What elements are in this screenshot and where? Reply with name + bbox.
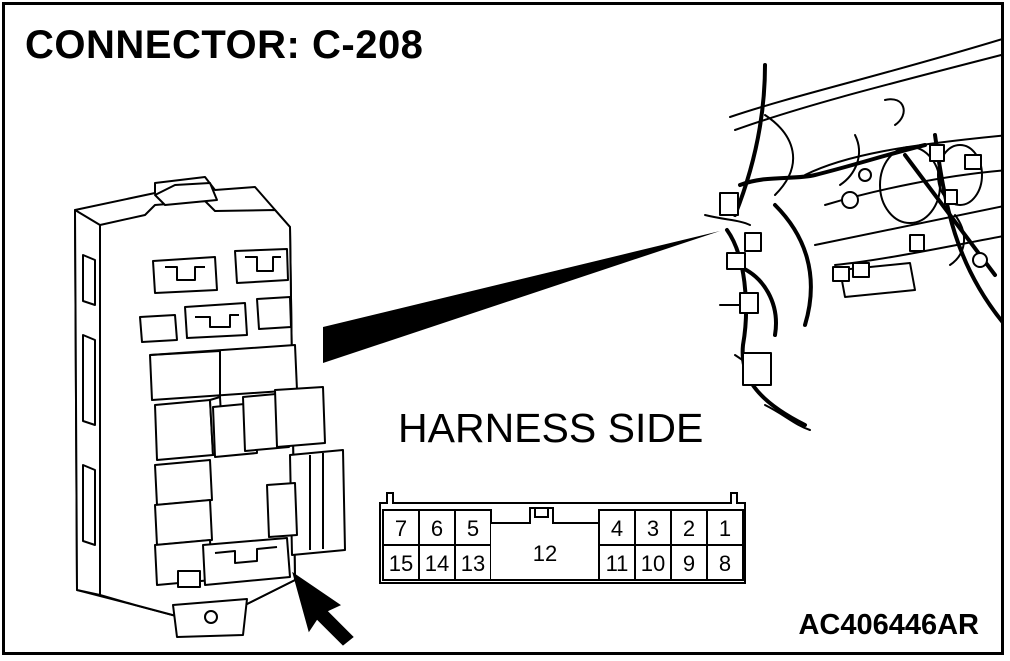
pin-12: 12 xyxy=(533,541,557,566)
connector-title: CONNECTOR: C-208 xyxy=(25,23,424,67)
pin-1: 1 xyxy=(719,516,731,541)
pin-7: 7 xyxy=(395,516,407,541)
pin-9: 9 xyxy=(683,551,695,576)
pin-6: 6 xyxy=(431,516,443,541)
harness-side-label: HARNESS SIDE xyxy=(398,405,704,451)
callout-wedge xyxy=(323,231,720,363)
pin-13: 13 xyxy=(461,551,485,576)
pin-3: 3 xyxy=(647,516,659,541)
pin-11: 11 xyxy=(606,551,629,576)
diagram-drawing: 7 6 5 4 3 2 1 15 14 13 12 11 10 9 8 xyxy=(74,38,1001,646)
figure-code: AC406446AR xyxy=(798,609,979,641)
pin-15: 15 xyxy=(389,551,413,576)
pin-8: 8 xyxy=(719,551,731,576)
dashboard-harness xyxy=(704,38,1001,431)
pin-labels: 7 6 5 4 3 2 1 15 14 13 12 11 10 9 8 xyxy=(389,516,731,576)
junction-block xyxy=(74,176,346,638)
connector-face xyxy=(379,492,746,584)
pin-4: 4 xyxy=(611,516,623,541)
pin-14: 14 xyxy=(425,551,449,576)
pin-10: 10 xyxy=(641,551,665,576)
location-arrow xyxy=(292,571,354,646)
pin-5: 5 xyxy=(467,516,479,541)
pin-2: 2 xyxy=(683,516,695,541)
